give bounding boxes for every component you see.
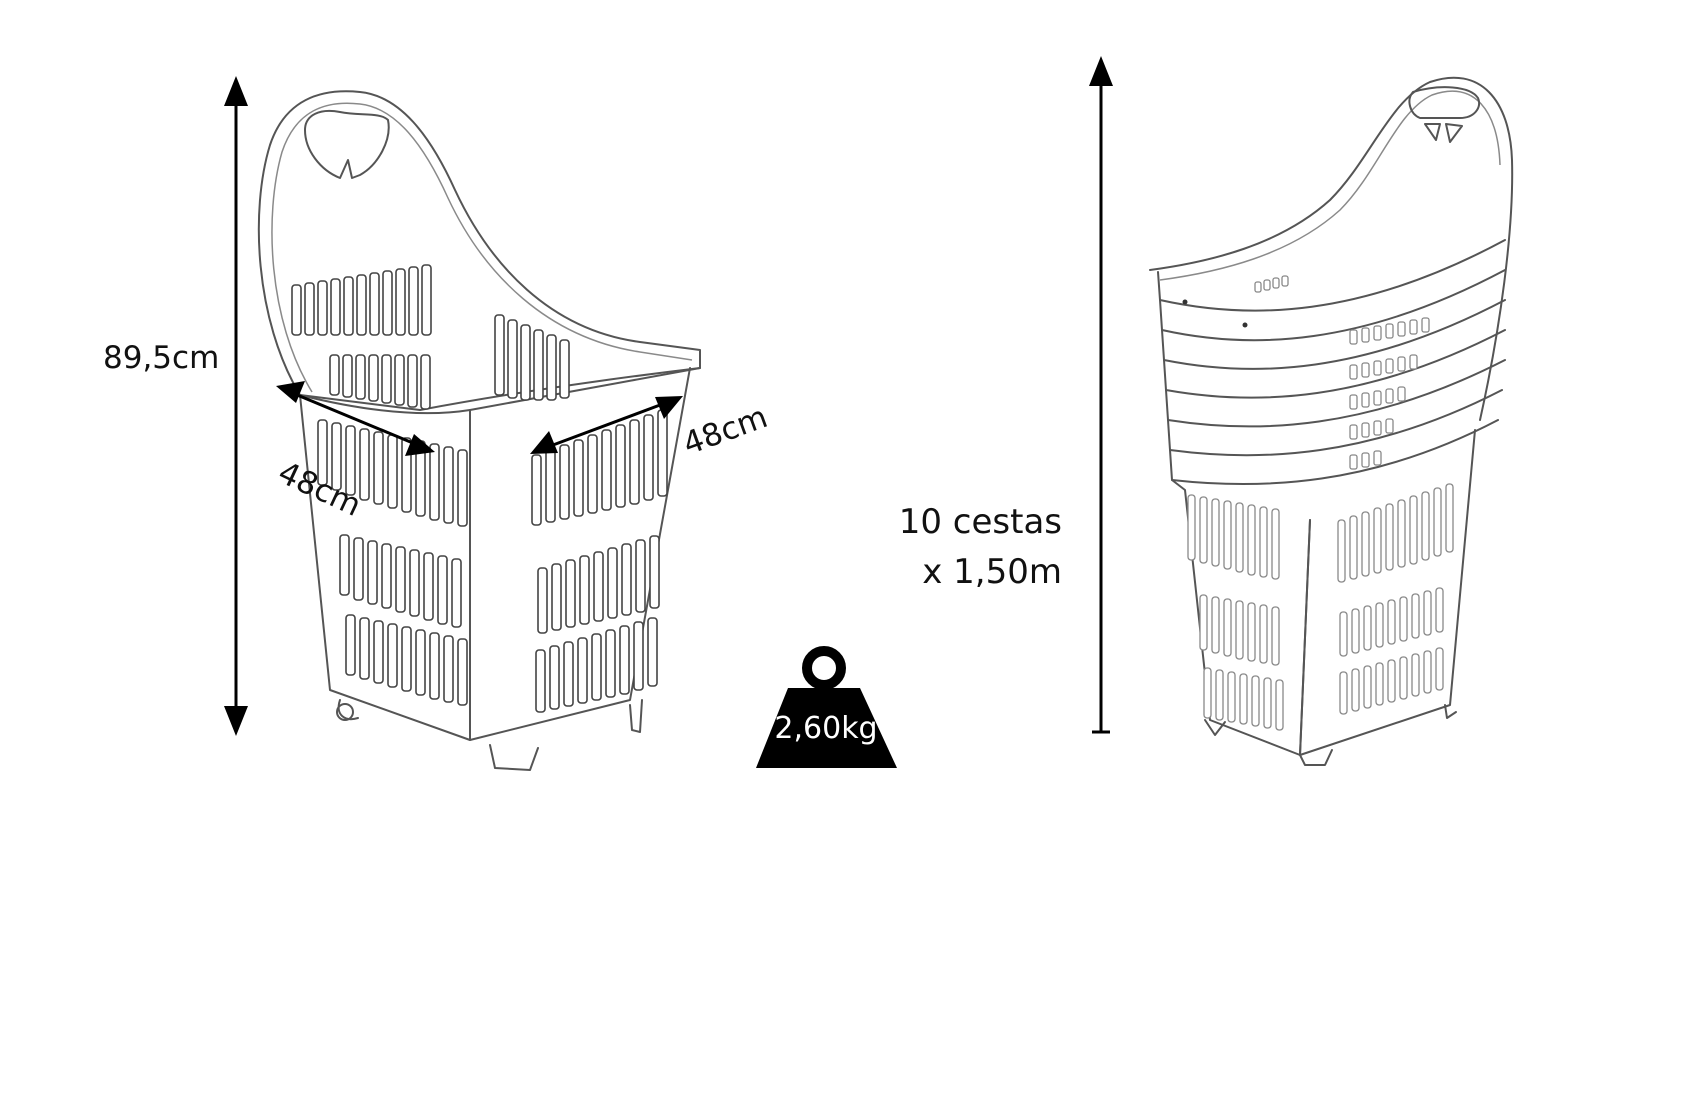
stack-rim-slots bbox=[1349, 317, 1430, 470]
back-slots bbox=[291, 264, 570, 410]
stack-height-arrow bbox=[1089, 56, 1113, 734]
weight-icon bbox=[756, 646, 897, 768]
width-label: 48cm bbox=[678, 399, 772, 462]
left-side-slots bbox=[317, 419, 468, 706]
stack-left-slots bbox=[1187, 494, 1284, 731]
stack-right-slots bbox=[1337, 483, 1454, 715]
depth-arrow bbox=[276, 381, 435, 456]
height-label: 89,5cm bbox=[103, 340, 219, 376]
single-basket-illustration bbox=[257, 90, 701, 771]
rim-holes bbox=[1182, 275, 1289, 328]
stacked-baskets-illustration bbox=[1149, 76, 1514, 766]
stack-height-label: x 1,50m bbox=[922, 552, 1062, 592]
height-arrow bbox=[224, 76, 248, 736]
weight-label: 2,60kg bbox=[774, 711, 877, 746]
stack-count-label: 10 cestas bbox=[899, 502, 1062, 542]
width-arrow bbox=[530, 396, 683, 454]
right-side-slots bbox=[531, 409, 668, 713]
